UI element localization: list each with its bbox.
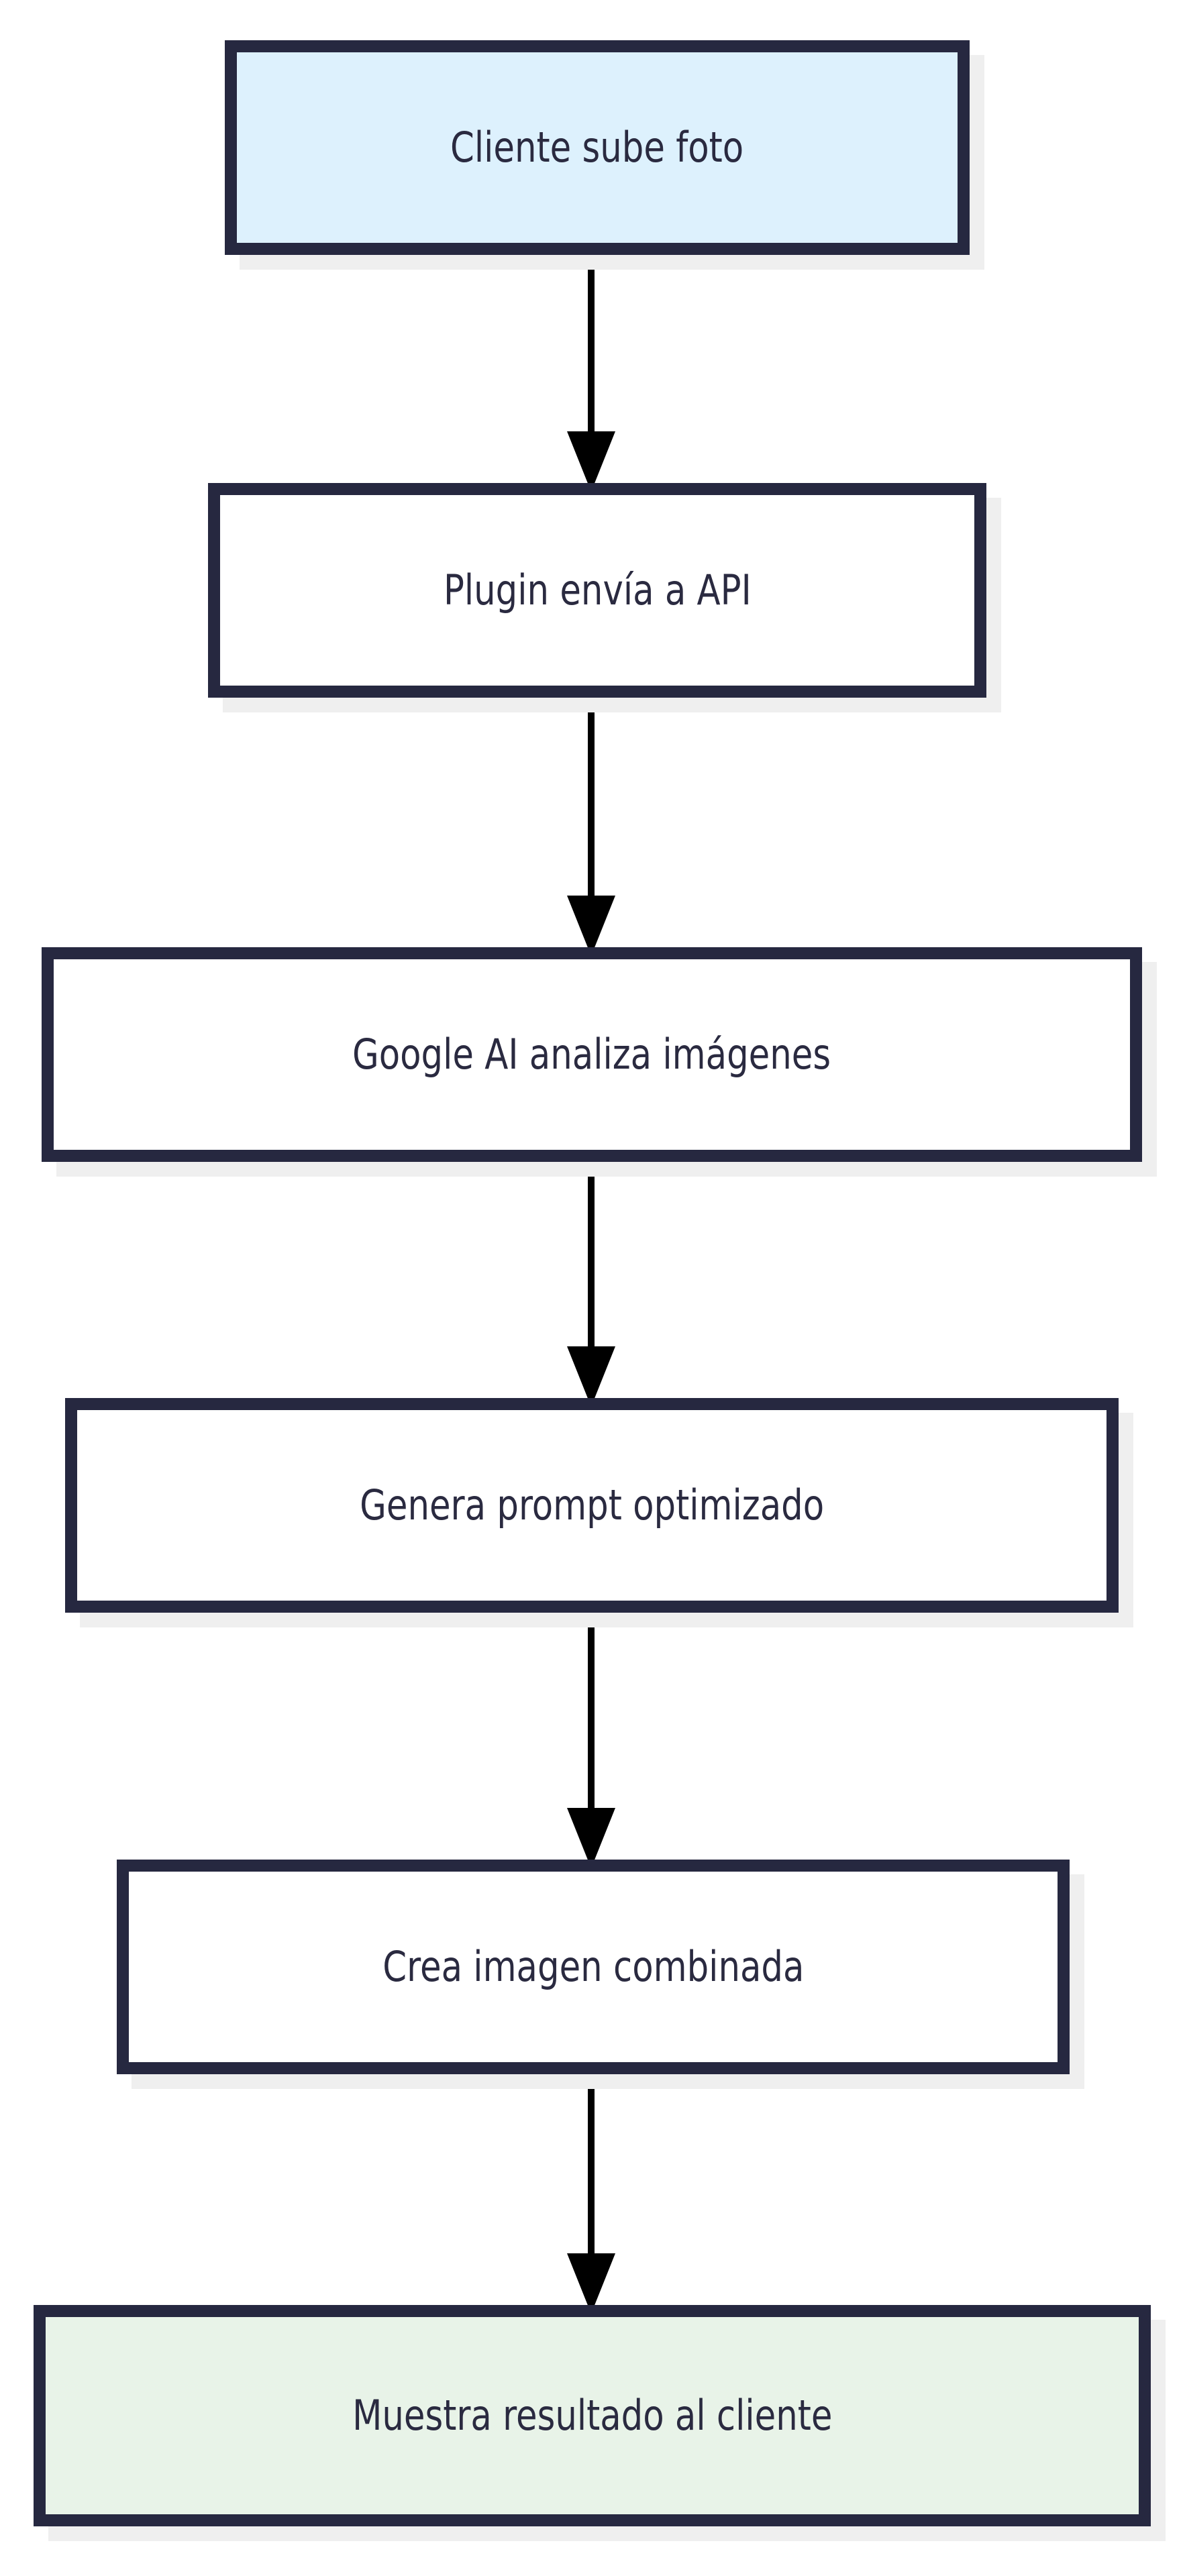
flowchart-node-genera-prompt-optimizado[interactable]: Genera prompt optimizado [65,1398,1119,1613]
node-label: Plugin envía a API [443,566,752,614]
node-label: Muestra resultado al cliente [352,2391,833,2440]
flowchart-node-crea-imagen-combinada[interactable]: Crea imagen combinada [117,1860,1070,2074]
flowchart-node-cliente-sube-foto[interactable]: Cliente sube foto [225,40,970,255]
node-label: Google AI analiza imágenes [352,1030,831,1079]
flowchart-node-muestra-resultado-al-cliente[interactable]: Muestra resultado al cliente [34,2305,1151,2526]
flowchart-node-plugin-envia-a-api[interactable]: Plugin envía a API [208,483,986,698]
node-label: Genera prompt optimizado [359,1481,825,1529]
node-label: Crea imagen combinada [382,1942,805,1991]
node-label: Cliente sube foto [450,123,744,172]
flowchart-node-google-ai-analiza-imagenes[interactable]: Google AI analiza imágenes [42,947,1142,1162]
